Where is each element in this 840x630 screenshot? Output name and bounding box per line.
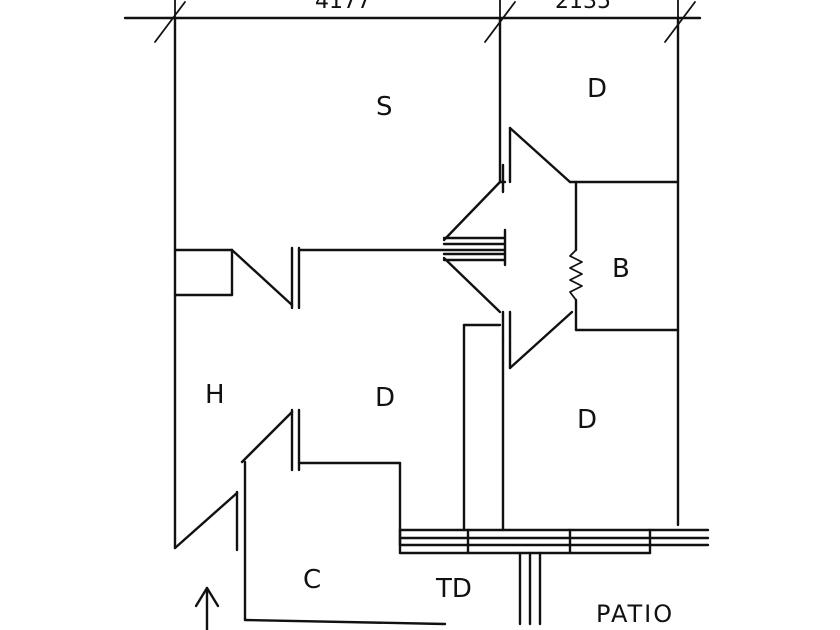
dimension-line [123, 0, 702, 43]
sliding-door-icon [569, 249, 583, 301]
room-label-h: H [205, 380, 225, 410]
corridor-walls [442, 126, 574, 532]
room-label-d-center: D [375, 383, 395, 413]
dimension-label-right: 2135 [555, 0, 611, 14]
patio-label: PATIO [596, 600, 674, 628]
room-label-c: C [303, 565, 321, 595]
room-label-td: TD [435, 574, 472, 604]
room-label-s: S [376, 92, 393, 122]
bathroom-walls [568, 180, 680, 332]
room-label-b: B [612, 254, 630, 284]
outer-walls [173, 16, 680, 626]
room-label-d-right: D [577, 405, 597, 435]
entrance-arrow-icon [194, 586, 220, 630]
dimension-label-left: 4177 [315, 0, 371, 14]
hall-walls [173, 246, 507, 550]
room-label-d-top: D [587, 74, 607, 104]
bedroom-center-walls [297, 461, 402, 547]
bottom-wall [398, 528, 710, 626]
